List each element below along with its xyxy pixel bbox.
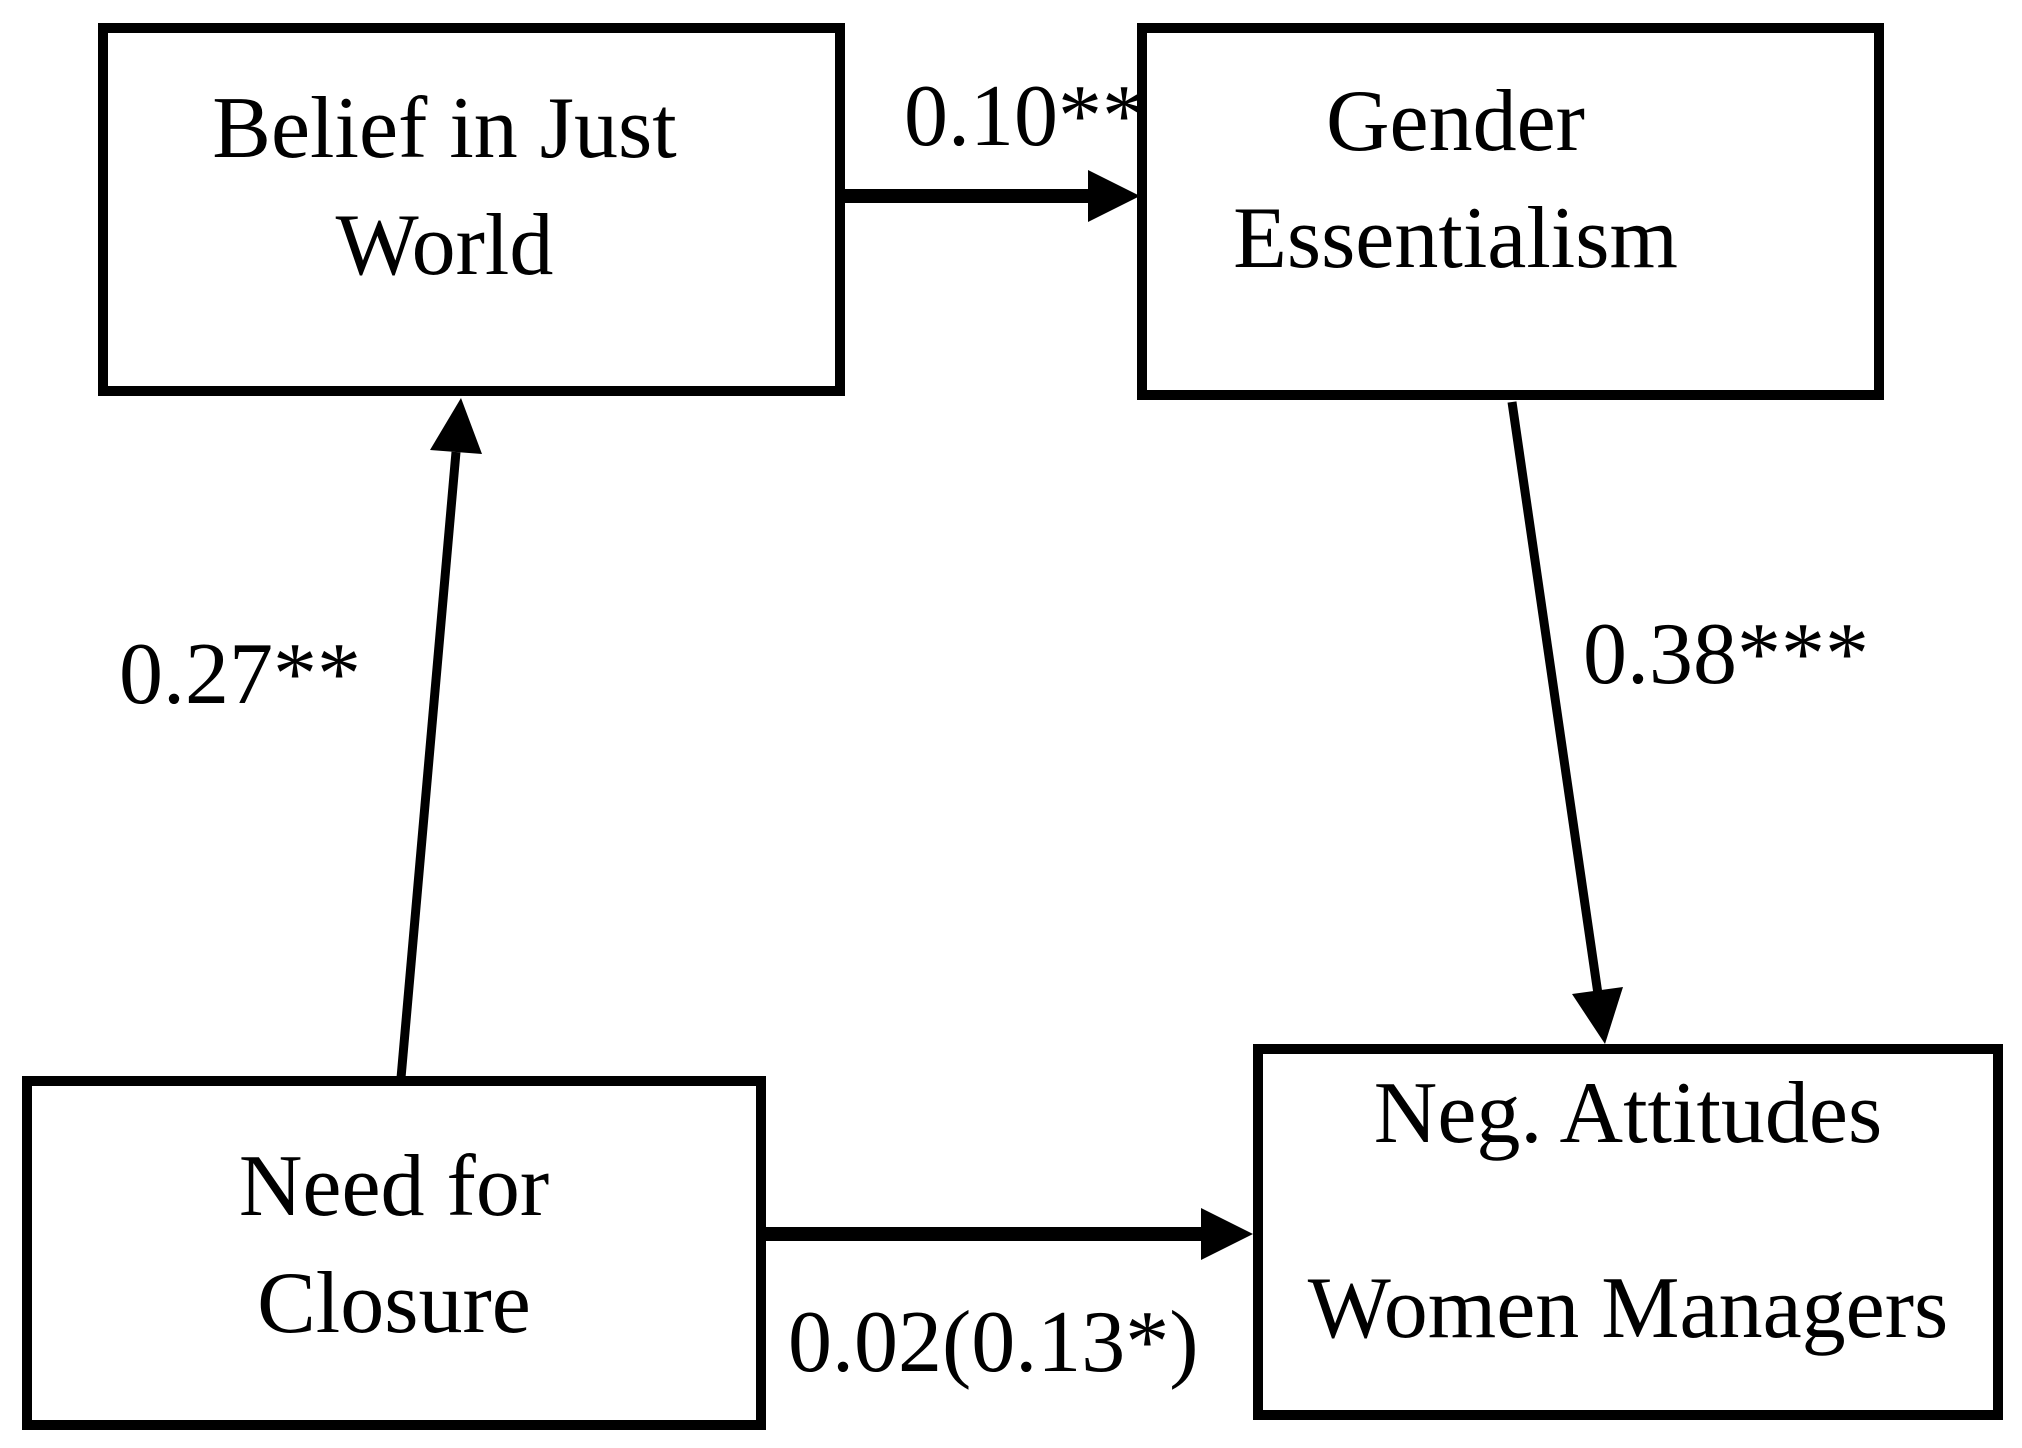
arrow-closure-to-belief-head xyxy=(430,398,482,454)
node-gender-label-line2: Essentialism xyxy=(1233,190,1678,287)
node-attitudes-label-line1: Neg. Attitudes xyxy=(1373,1065,1883,1162)
arrow-gender-to-attitudes-head xyxy=(1572,987,1623,1044)
node-neg-attitudes-women-managers: Neg. Attitudes Women Managers xyxy=(1253,1044,2003,1420)
arrow-closure-to-belief-shaft xyxy=(396,451,461,1079)
arrow-belief-to-gender-head xyxy=(1088,170,1140,222)
arrow-closure-to-belief xyxy=(396,398,482,1079)
coefficient-closure-to-belief: 0.27** xyxy=(119,626,361,723)
arrow-closure-to-attitudes xyxy=(764,1208,1253,1260)
coefficient-closure-to-attitudes: 0.02(0.13*) xyxy=(788,1294,1199,1391)
arrow-belief-to-gender xyxy=(843,170,1140,222)
node-belief-label-line2: World xyxy=(335,197,554,294)
node-closure-label-line1: Need for xyxy=(238,1138,550,1235)
coefficient-gender-to-attitudes: 0.38*** xyxy=(1583,606,1869,703)
node-belief-in-just-world: Belief in Just World xyxy=(98,23,845,396)
coefficient-belief-to-gender: 0.10** xyxy=(904,68,1146,165)
node-need-for-closure: Need for Closure xyxy=(22,1076,766,1430)
node-gender-label-line1: Gender xyxy=(1326,73,1585,170)
node-closure-label-line2: Closure xyxy=(257,1255,531,1352)
node-attitudes-label-line2: Women Managers xyxy=(1307,1260,1949,1357)
node-gender-essentialism: Gender Essentialism xyxy=(1137,23,1884,400)
arrow-closure-to-attitudes-head xyxy=(1201,1208,1253,1260)
arrow-gender-to-attitudes xyxy=(1507,401,1623,1044)
node-belief-label-line1: Belief in Just xyxy=(212,80,677,177)
